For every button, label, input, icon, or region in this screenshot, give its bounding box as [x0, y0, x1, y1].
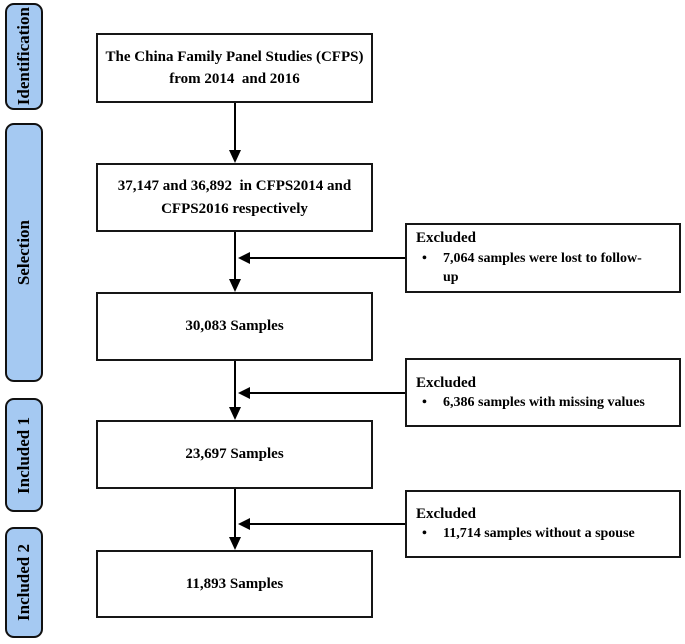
stage-selection-label: Selection	[14, 219, 33, 286]
flow-box-samples-30083: 30,083 Samples	[96, 292, 373, 361]
exclusion-2-bullet-row: • 6,386 samples with missing values	[416, 393, 671, 413]
flow-box-cfps-source-text: The China Family Panel Studies (CFPS) fr…	[105, 48, 364, 88]
arrowhead-exclusion2	[238, 387, 250, 399]
exclusion-3-title: Excluded	[416, 506, 477, 523]
stage-identification-label: Identification	[14, 7, 33, 106]
flow-box-initial-counts-text: 37,147 and 36,892 in CFPS2014 and CFPS20…	[117, 178, 352, 217]
exclusion-box-2: Excluded • 6,386 samples with missing va…	[405, 358, 681, 427]
exclusion-2-title: Excluded	[416, 374, 477, 391]
arrowhead-exclusion3	[238, 518, 250, 530]
arrowhead-box4-to-box5	[229, 537, 241, 550]
exclusion-1-bullet-text: 7,064 samples were lost to follow- up	[443, 250, 642, 286]
flow-box-samples-23697-text: 23,697 Samples	[185, 446, 284, 463]
arrowhead-exclusion1	[238, 252, 250, 264]
exclusion-box-1: Excluded • 7,064 samples were lost to fo…	[405, 223, 681, 293]
flow-box-samples-23697: 23,697 Samples	[96, 420, 373, 489]
bullet-icon: •	[422, 394, 427, 410]
exclusion-1-title: Excluded	[416, 230, 477, 247]
stage-included-2: Included 2	[5, 527, 43, 638]
arrowhead-box1-to-box2	[229, 150, 241, 163]
exclusion-box-3: Excluded • 11,714 samples without a spou…	[405, 490, 681, 558]
flow-box-samples-11893-text: 11,893 Samples	[185, 575, 284, 592]
flow-box-samples-30083-text: 30,083 Samples	[185, 318, 284, 335]
exclusion-1-bullet-row: • 7,064 samples were lost to follow- up	[416, 249, 671, 288]
stage-included-1: Included 1	[5, 398, 43, 512]
exclusion-3-bullet-text: 11,714 samples without a spouse	[443, 526, 635, 542]
bullet-icon: •	[422, 250, 427, 266]
exclusion-2-bullet-text: 6,386 samples with missing values	[443, 394, 645, 410]
stage-identification: Identification	[5, 3, 43, 110]
stage-included-2-label: Included 2	[14, 544, 33, 621]
flow-box-cfps-source: The China Family Panel Studies (CFPS) fr…	[96, 33, 373, 103]
arrowhead-box2-to-box3	[229, 279, 241, 292]
flow-box-initial-counts: 37,147 and 36,892 in CFPS2014 and CFPS20…	[96, 163, 373, 232]
flow-box-samples-11893: 11,893 Samples	[96, 550, 373, 618]
exclusion-3-bullet-row: • 11,714 samples without a spouse	[416, 524, 671, 544]
bullet-icon: •	[422, 526, 427, 542]
stage-included-1-label: Included 1	[14, 416, 33, 494]
arrowhead-box3-to-box4	[229, 407, 241, 420]
stage-selection: Selection	[5, 123, 43, 382]
